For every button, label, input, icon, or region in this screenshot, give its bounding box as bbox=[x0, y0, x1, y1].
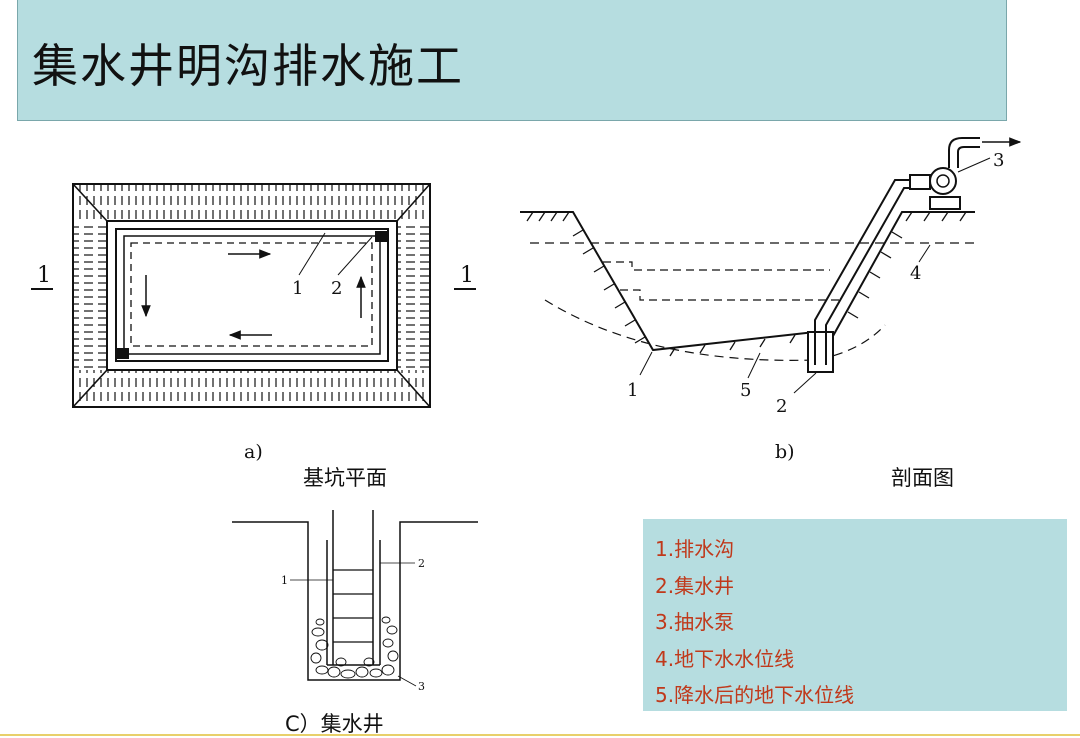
callout-label: 4 bbox=[910, 263, 921, 284]
pump-base bbox=[929, 196, 961, 210]
callout-label: 3 bbox=[418, 680, 425, 693]
callout-label: 2 bbox=[331, 278, 342, 299]
bottom-divider bbox=[0, 734, 1080, 736]
slope-hatch-bottom bbox=[74, 370, 429, 406]
title-bar: 集水井明沟排水施工 bbox=[17, 0, 1007, 121]
subfigure-label-b: b) bbox=[775, 441, 795, 463]
sump-well-diagram: 1 2 3 bbox=[232, 510, 478, 693]
sump-well-marker bbox=[117, 348, 129, 359]
ladder-rungs bbox=[333, 569, 373, 643]
caption-sump-well: C）集水井 bbox=[285, 712, 384, 736]
sump-pit-outline bbox=[232, 521, 478, 681]
legend-item-lowered-water: 5.降水后的地下水位线 bbox=[655, 683, 855, 707]
caption-plan: 基坑平面 bbox=[303, 466, 387, 490]
caption-section: 剖面图 bbox=[891, 466, 954, 490]
sump-well-marker bbox=[375, 231, 387, 242]
slope-hatch-left bbox=[74, 221, 107, 370]
pit-profile-right bbox=[832, 211, 975, 337]
callout-label: 3 bbox=[993, 150, 1004, 171]
gravel-fill bbox=[310, 616, 399, 679]
callout-label: 5 bbox=[740, 380, 751, 401]
plan-view-diagram: 1 2 1 1 bbox=[31, 183, 476, 408]
callout-label: 2 bbox=[418, 557, 425, 570]
callout-label: 1 bbox=[292, 278, 303, 299]
section-mark-right: 1 bbox=[460, 263, 474, 288]
sump-well bbox=[807, 331, 834, 373]
slope-hatch-top bbox=[74, 185, 429, 221]
legend-item-ditch: 1.排水沟 bbox=[655, 537, 735, 561]
callout-label: 2 bbox=[776, 396, 787, 417]
legend-item-groundwater: 4.地下水水位线 bbox=[655, 646, 795, 671]
callout-label: 1 bbox=[281, 574, 288, 587]
pump-icon bbox=[929, 167, 957, 195]
legend-item-pump: 3.抽水泵 bbox=[655, 610, 735, 634]
section-view-diagram: 1 2 3 4 5 bbox=[520, 137, 1022, 417]
pit-bottom bbox=[106, 220, 398, 371]
callout-label: 1 bbox=[627, 380, 638, 401]
legend-list: 1.排水沟 2.集水井 3.抽水泵 4.地下水水位线 5.降水后的地下水位线 bbox=[643, 519, 1067, 714]
subfigure-label-a: a) bbox=[244, 441, 263, 463]
lowered-water-curve bbox=[544, 299, 886, 361]
slope-hatch-right bbox=[397, 221, 429, 370]
legend-box: 1.排水沟 2.集水井 3.抽水泵 4.地下水水位线 5.降水后的地下水位线 bbox=[643, 519, 1067, 711]
plan-outer-boundary bbox=[72, 183, 431, 408]
drainage-ditch-inner bbox=[123, 235, 381, 355]
legend-item-sump-well: 2.集水井 bbox=[655, 573, 735, 598]
section-mark-left: 1 bbox=[37, 263, 51, 288]
page-title: 集水井明沟排水施工 bbox=[32, 39, 464, 93]
drainage-ditch-outer bbox=[115, 228, 389, 362]
pit-profile-left bbox=[520, 211, 816, 352]
ditch-centerline bbox=[130, 242, 373, 347]
